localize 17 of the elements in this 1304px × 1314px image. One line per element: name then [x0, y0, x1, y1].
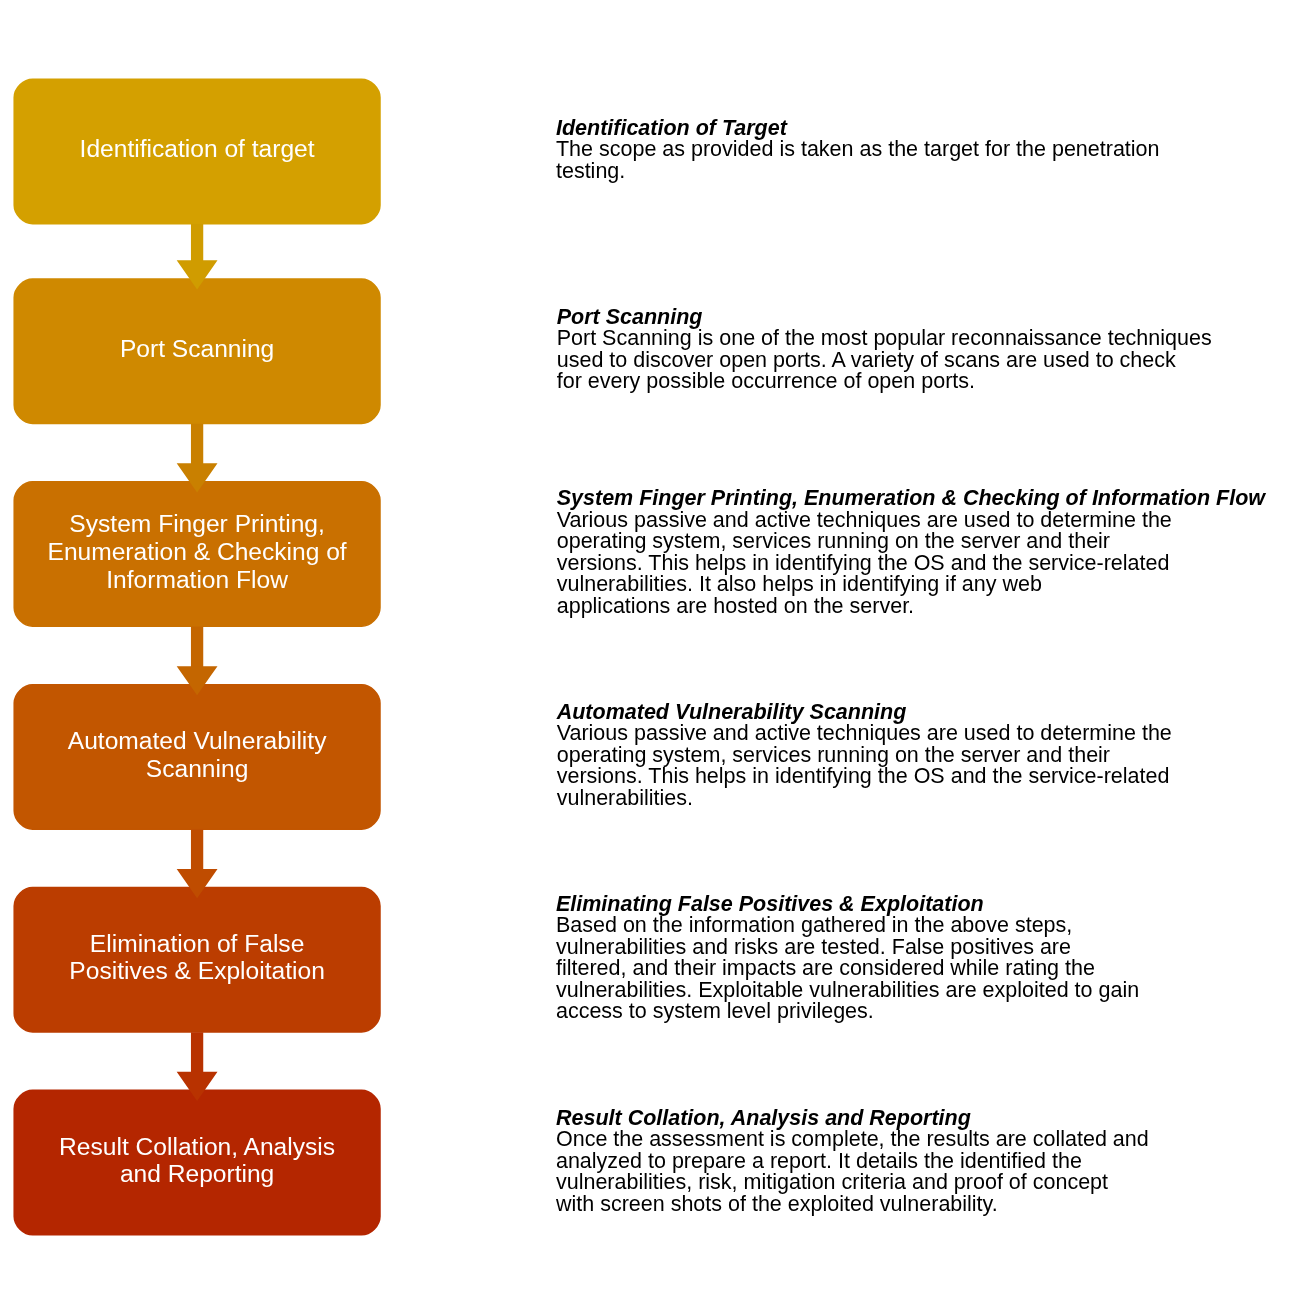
node-box: Port Scanning: [13, 278, 381, 425]
node-label: System Finger Printing, Enumeration & Checking of Information Flow: [556, 486, 1266, 511]
node-label: Port Scanning: [556, 304, 703, 329]
arrow: [176, 829, 218, 899]
node-box: Automated Vulnerability Scanning: [13, 683, 381, 830]
node-box: Result Collation, Analysis and Reporting: [13, 1089, 381, 1236]
node-box: System Finger Printing, Enumeration & Checking of Information Flow: [13, 481, 381, 628]
node-box: Elimination of False Positives & Exploitation: [13, 886, 381, 1033]
node-label: Identification of Target: [555, 115, 787, 140]
arrow: [176, 223, 218, 290]
node-label: Eliminating False Positives & Exploitation: [555, 891, 984, 916]
arrow: [176, 1032, 218, 1102]
arrow: [176, 626, 218, 696]
arrow: [176, 423, 218, 493]
node-label: Result Collation, Analysis and Reporting: [555, 1105, 971, 1130]
node-box: Identification of target: [13, 78, 381, 225]
node-label: Automated Vulnerability Scanning: [556, 699, 907, 724]
